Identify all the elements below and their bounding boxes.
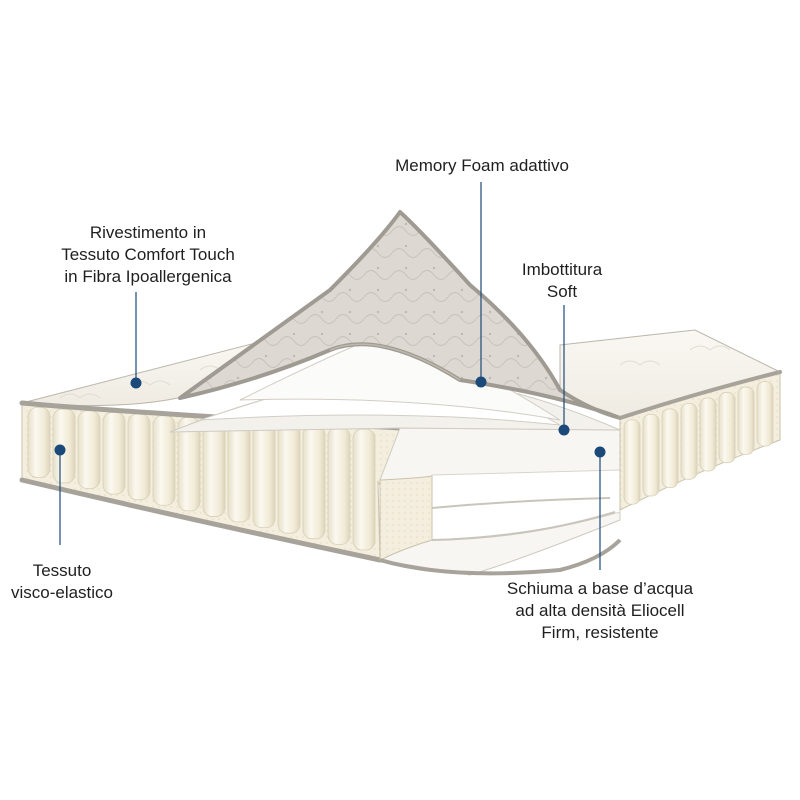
label-tessuto-line-2: visco-elastico — [10, 583, 114, 602]
label-memory-foam-line-1: Memory Foam adattivo — [395, 156, 569, 175]
label-foam: Schiuma a base d’acqua ad alta densità E… — [507, 578, 693, 644]
label-foam-line-1: Schiuma a base d’acqua — [506, 579, 694, 598]
label-soft-line-1: Imbottitura — [521, 260, 603, 279]
label-cover-line-1: Rivestimento in — [89, 223, 207, 242]
label-foam-line-2: ad alta densità Eliocell — [515, 601, 685, 620]
mattress-side-panel-right — [618, 370, 782, 511]
side-column-right-3 — [680, 403, 698, 480]
marker-cover — [130, 377, 142, 389]
label-tessuto-line-1: Tessuto — [32, 561, 92, 580]
side-column-right-6 — [737, 386, 755, 455]
marker-foam — [594, 446, 606, 458]
side-column-left-8 — [227, 420, 251, 523]
marker-tessuto — [54, 444, 66, 456]
side-column-left-1 — [52, 408, 76, 484]
side-column-left-5 — [152, 415, 176, 506]
side-column-right-2 — [661, 408, 679, 489]
side-column-left-4 — [127, 413, 151, 501]
label-memory-foam: Memory Foam adattivo — [395, 155, 569, 177]
label-cover-line-2: Tessuto Comfort Touch — [61, 245, 235, 264]
mattress-side-panel-left — [19, 400, 403, 563]
lifted-layers — [169, 210, 622, 433]
mattress-cutaway — [379, 427, 622, 576]
label-soft: Imbottitura Soft — [522, 259, 602, 303]
label-soft-line-2: Soft — [546, 282, 578, 301]
side-column-left-10 — [277, 423, 301, 534]
side-column-right-7 — [756, 381, 774, 447]
callouts — [54, 182, 606, 570]
side-column-left-3 — [102, 412, 126, 495]
side-column-left-11 — [302, 425, 326, 540]
label-cover: Rivestimento in Tessuto Comfort Touch in… — [61, 222, 235, 288]
side-column-left-9 — [252, 422, 276, 529]
side-column-right-5 — [718, 392, 736, 464]
side-column-right-0 — [623, 419, 641, 505]
label-tessuto: Tessuto visco-elastico — [11, 560, 113, 604]
side-column-left-7 — [202, 418, 226, 517]
marker-memory-foam — [475, 376, 487, 388]
side-column-right-4 — [699, 397, 717, 472]
label-foam-line-3: Firm, resistente — [541, 623, 659, 642]
side-column-left-2 — [77, 410, 101, 489]
side-column-left-0 — [27, 407, 51, 478]
marker-soft — [558, 424, 570, 436]
side-column-left-13 — [352, 428, 376, 551]
side-column-left-12 — [327, 427, 351, 545]
label-cover-line-3: in Fibra Ipoallergenica — [64, 267, 232, 286]
side-column-right-1 — [642, 413, 660, 497]
